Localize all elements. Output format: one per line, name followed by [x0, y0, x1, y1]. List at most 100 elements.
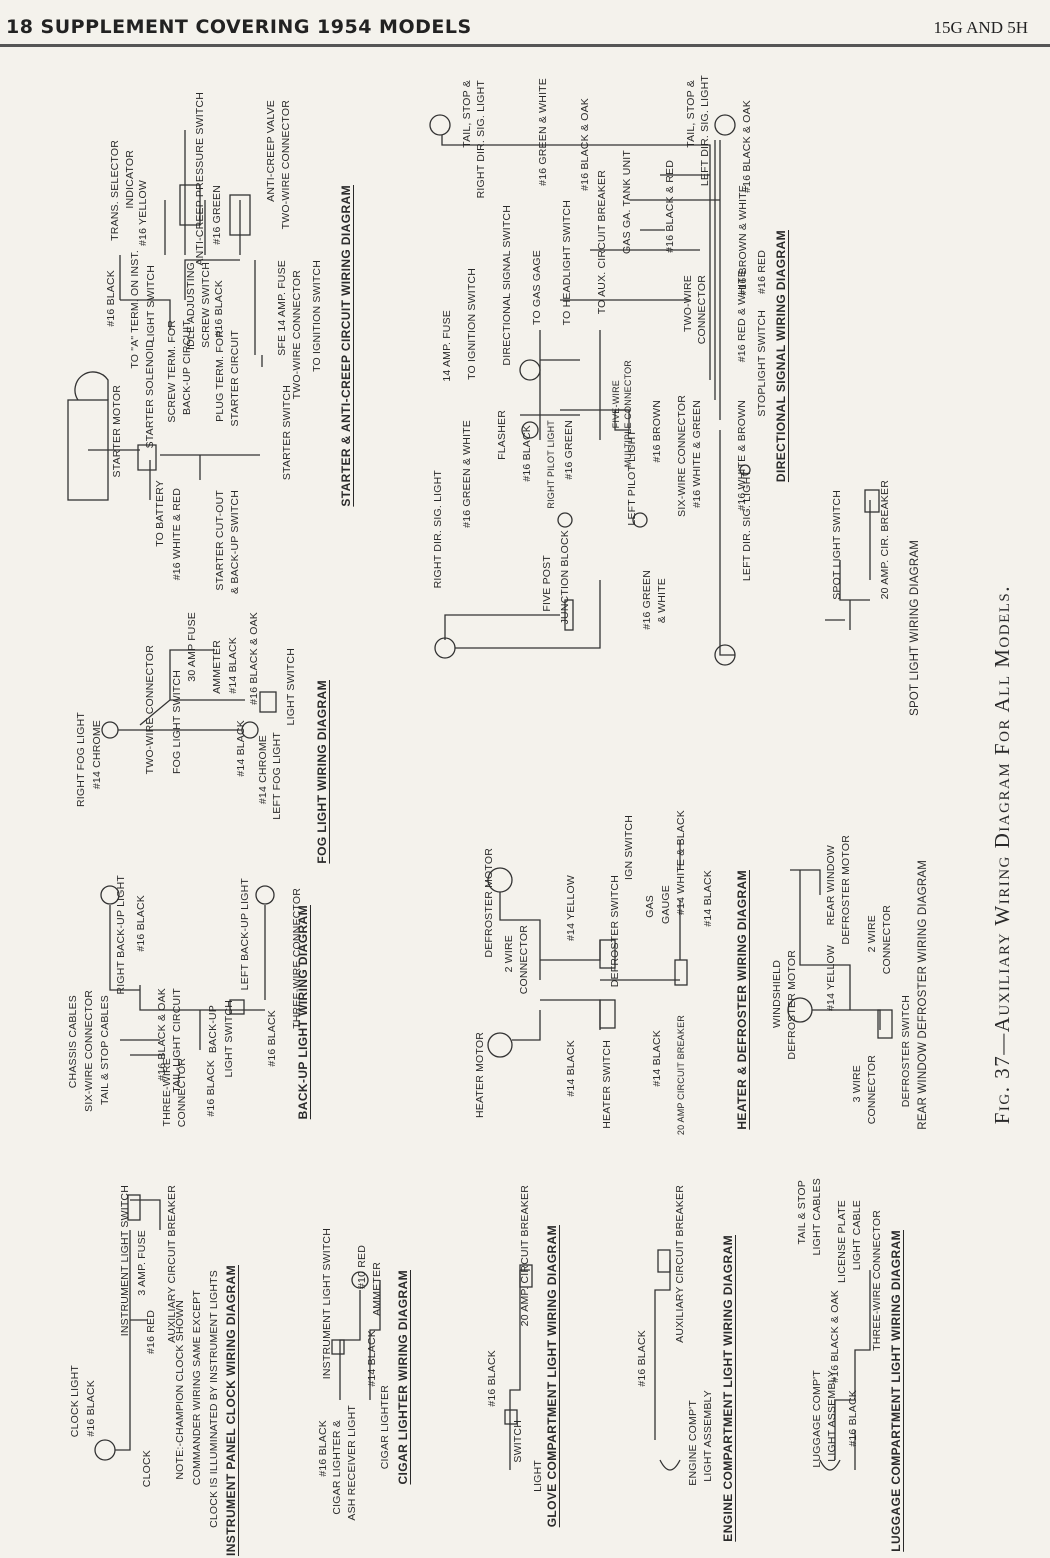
label: #16 BLACK	[266, 1010, 278, 1067]
label: #16 BLACK	[205, 1060, 217, 1117]
label: SCREW SWITCH	[200, 262, 212, 348]
label: DEFROSTER SWITCH	[900, 995, 912, 1108]
label: & BACK-UP SWITCH	[229, 490, 241, 594]
label: 3 WIRE	[851, 1065, 863, 1103]
label: DEFROSTER SWITCH	[609, 875, 621, 988]
label: #16 BLACK	[847, 1390, 859, 1447]
label: #10 RED	[356, 1245, 368, 1290]
page-header-title: 18 SUPPLEMENT COVERING 1954 MODELS	[6, 16, 472, 38]
page-header-models: 15G AND 5H	[933, 18, 1028, 37]
label: COMMANDER WIRING SAME EXCEPT	[191, 1290, 203, 1486]
label: FLASHER	[496, 410, 508, 460]
rear-diagram-title: REAR WINDOW DEFROSTER WIRING DIAGRAM	[917, 860, 929, 1130]
label: RIGHT PILOT LIGHT	[546, 420, 556, 509]
label: CIGAR LIGHTER	[379, 1385, 391, 1470]
label: AUXILIARY CIRCUIT BREAKER	[674, 1185, 686, 1343]
label: CONNECTOR	[696, 275, 708, 345]
label: JUNCTION BLOCK	[559, 530, 571, 625]
label: #16 GREEN & WHITE	[461, 420, 473, 528]
label: TAIL & STOP	[796, 1180, 808, 1245]
label: INDICATOR	[124, 150, 136, 209]
label: IGN SWITCH	[623, 815, 635, 880]
label: RIGHT FOG LIGHT	[75, 712, 87, 807]
label: CLOCK LIGHT	[69, 1365, 81, 1438]
spot-diagram-title: SPOT LIGHT WIRING DIAGRAM	[909, 540, 921, 716]
label: 20 AMP. CIR. BREAKER	[879, 480, 891, 600]
label: SIX-WIRE CONNECTOR	[676, 395, 688, 517]
label: LIGHT SWITCH	[223, 1000, 235, 1078]
label: LUGGAGE COMP'T	[811, 1370, 823, 1468]
label: 30 AMP FUSE	[186, 612, 198, 682]
label: ANTI-CREEP PRESSURE SWITCH	[194, 92, 206, 266]
label: THREE-WIRE	[161, 1058, 173, 1127]
label: DEFROSTER MOTOR	[840, 835, 852, 945]
label: #16 BLACK	[521, 425, 533, 482]
label: SCREW TERM. FOR	[166, 320, 178, 423]
cigar-diagram-title: CIGAR LIGHTER WIRING DIAGRAM	[396, 1270, 410, 1485]
label: #16 BLACK	[85, 1380, 97, 1437]
backup-diagram-title: BACK-UP LIGHT WIRING DIAGRAM	[296, 905, 310, 1120]
label: CONNECTOR	[866, 1055, 878, 1125]
label: RIGHT BACK-UP LIGHT	[115, 875, 127, 995]
label: LICENSE PLATE	[836, 1200, 848, 1283]
label: #14 BLACK	[702, 870, 714, 927]
label: #16 BLACK	[135, 895, 147, 952]
label: GAS	[644, 895, 656, 918]
label: SIX-WIRE CONNECTOR	[83, 990, 95, 1112]
label: 14 AMP. FUSE	[441, 310, 453, 382]
label: LEFT BACK-UP LIGHT	[239, 878, 251, 991]
label: LIGHT CABLES	[811, 1178, 823, 1256]
label: IDLE ADJUSTING	[185, 262, 197, 350]
label: INSTRUMENT LIGHT SWITCH	[321, 1228, 333, 1380]
label: LEFT FOG LIGHT	[271, 732, 283, 820]
label: AMMETER	[211, 640, 223, 694]
label: TO IGNITION SWITCH	[311, 260, 323, 372]
label: LIGHT	[532, 1460, 544, 1492]
label: SPOT LIGHT SWITCH	[831, 490, 843, 600]
label: #16 BLACK	[317, 1420, 329, 1477]
directional-diagram-title: DIRECTIONAL SIGNAL WIRING DIAGRAM	[774, 230, 788, 483]
label: LIGHT ASSEMBLY	[702, 1390, 714, 1482]
label: 2 WIRE	[866, 915, 878, 953]
label: TO IGNITION SWITCH	[466, 268, 478, 380]
label: #16 GREEN	[211, 185, 223, 245]
label: CONNECTOR	[176, 1058, 188, 1128]
label: TO GAS GAGE	[531, 250, 543, 325]
fog-diagram-title: FOG LIGHT WIRING DIAGRAM	[315, 680, 329, 864]
label: DEFROSTER MOTOR	[786, 950, 798, 1060]
label: #14 BLACK	[235, 720, 247, 777]
label: TAIL & STOP CABLES	[99, 995, 111, 1106]
label: LEFT DIR. SIG. LIGHT	[699, 75, 711, 187]
label: #16 GREEN	[641, 570, 653, 630]
label: #16 BLACK	[636, 1330, 648, 1387]
label: CONNECTOR	[518, 925, 530, 995]
label: RIGHT DIR. SIG. LIGHT	[432, 470, 444, 589]
label: ANTI-CREEP VALVE	[265, 100, 277, 202]
starter-motor-cap	[74, 371, 109, 401]
label: #14 BLACK	[651, 1030, 663, 1087]
label: TO AUX. CIRCUIT BREAKER	[596, 170, 608, 315]
label: REAR WINDOW	[825, 845, 837, 926]
label: & WHITE	[656, 578, 668, 624]
label: #16 RED	[145, 1310, 157, 1355]
label: STARTER CUT-OUT	[214, 490, 226, 591]
label: LIGHT SWITCH	[285, 648, 297, 726]
label: LIGHT CABLE	[851, 1200, 863, 1271]
luggage-diagram-title: LUGGAGE COMPARTMENT LIGHT WIRING DIAGRAM	[889, 1230, 903, 1552]
label: #16 BLACK	[105, 270, 117, 327]
label: #16 BLACK & RED	[664, 160, 676, 253]
label: #16 BLACK & OAK	[248, 612, 260, 705]
label: LIGHT SWITCH	[145, 265, 157, 343]
label: TWO-WIRE CONNECTOR	[291, 270, 303, 400]
label: #16 GREEN	[563, 420, 575, 480]
glove-diagram-title: GLOVE COMPARTMENT LIGHT WIRING DIAGRAM	[545, 1225, 559, 1528]
label: CLOCK	[141, 1450, 153, 1488]
label: #16 BLACK	[213, 280, 225, 337]
label: #14 CHROME	[91, 720, 103, 790]
label: WINDSHIELD	[771, 960, 783, 1028]
label: LIGHT ASSEMBLY	[826, 1370, 838, 1462]
label: TWO-WIRE CONNECTOR	[280, 100, 292, 230]
starter-diagram-title: STARTER & ANTI-CREEP CIRCUIT WIRING DIAG…	[339, 185, 353, 507]
label: TRANS. SELECTOR	[109, 140, 121, 241]
